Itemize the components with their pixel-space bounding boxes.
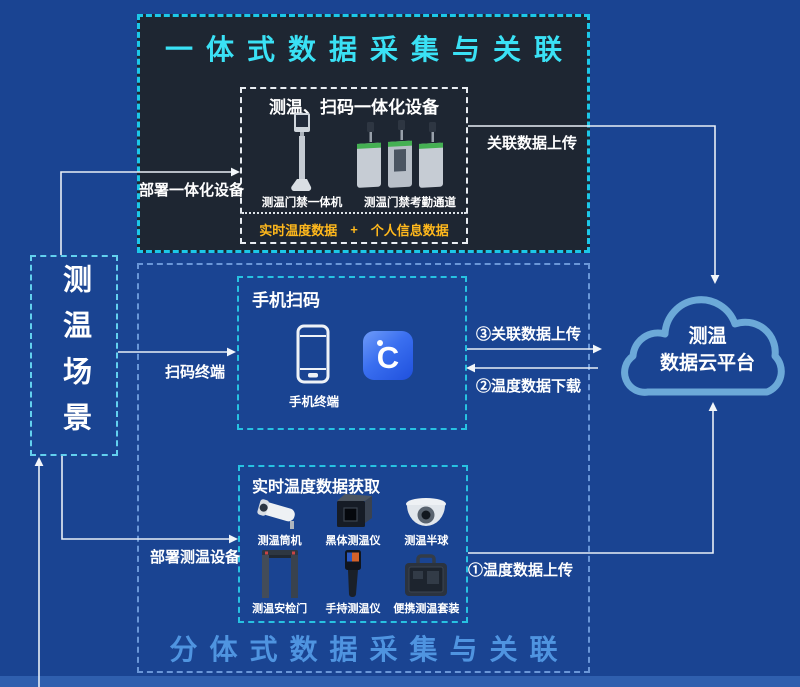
temp-download-2-label: ②温度数据下载: [476, 378, 582, 395]
sensor-cell: 便携测温套装: [390, 550, 463, 618]
scene-box: 测温场景: [30, 255, 118, 456]
cloud-line2: 数据云平台: [659, 353, 755, 374]
realtime-temp-tag: 实时温度数据: [259, 222, 338, 238]
bullet-camera-icon: [257, 499, 295, 529]
portable-kit-icon: [405, 554, 448, 596]
arrowhead-scene-up: [34, 457, 44, 466]
integrated-device-box: [240, 87, 468, 244]
sensor-device-grid: 测温筒机 黑体测温仪 测温半球: [243, 492, 463, 618]
phone-scan-title: 手机扫码: [252, 291, 320, 310]
blackbody-label: 黑体测温仪: [325, 535, 381, 547]
portable-kit-label: 便携测温套装: [393, 603, 460, 615]
bottom-color-strip: [0, 676, 800, 687]
temp-upload-1-label: ①温度数据上传: [468, 562, 574, 579]
sensor-cell: 测温安检门: [243, 550, 316, 618]
kiosk-label: 测温门禁一体机: [261, 197, 343, 209]
turnstile-label: 测温门禁考勤通道: [364, 197, 456, 209]
deploy-sensors-label: 部署测温设备: [150, 549, 241, 566]
access-kiosk-icon: [288, 113, 316, 193]
cloud-line1: 测温: [688, 326, 727, 347]
scan-app-icon: C: [363, 331, 413, 380]
sensor-cell: 手持测温仪: [316, 550, 389, 618]
sensor-cell: 测温筒机: [243, 492, 316, 550]
assoc-upload-top-label: 关联数据上传: [487, 135, 578, 152]
personal-info-tag: 个人信息数据: [370, 222, 449, 238]
turnstile-gates-icon: [355, 120, 447, 192]
app-letter-dot: [377, 340, 383, 346]
bullet-camera-label: 测温筒机: [257, 535, 302, 547]
temp-acquisition-title: 实时温度数据获取: [252, 479, 381, 496]
arrowhead-assoc-3: [593, 344, 602, 354]
cloud-platform-icon: [615, 288, 800, 410]
sensor-cell: 黑体测温仪: [316, 492, 389, 550]
handheld-label: 手持测温仪: [325, 603, 381, 615]
security-gate-icon: [261, 550, 298, 598]
phone-scan-box: [237, 276, 467, 430]
handheld-thermometer-icon: [344, 550, 361, 597]
data-tags-row: 实时温度数据 + 个人信息数据: [242, 212, 466, 244]
scene-title: 测温场景: [58, 263, 91, 448]
split-section-title: 分体式数据采集与关联: [169, 634, 570, 665]
dome-camera-icon: [406, 498, 447, 526]
phone-icon: [296, 324, 330, 384]
dome-camera-label: 测温半球: [404, 535, 449, 547]
sensor-cell: 测温半球: [390, 492, 463, 550]
integrated-section-title: 一体式数据采集与关联: [164, 34, 575, 65]
integrated-device-box-title: 测温、扫码一体化设备: [269, 98, 439, 117]
blackbody-icon: [336, 494, 372, 527]
temp-acquisition-box: [238, 465, 468, 623]
security-gate-label: 测温安检门: [252, 603, 308, 615]
app-letter: C: [376, 339, 400, 375]
deploy-integrated-label: 部署一体化设备: [139, 182, 245, 199]
plus-sign: +: [350, 221, 358, 237]
cloud-platform-label: 测温 数据云平台: [615, 323, 800, 377]
assoc-upload-3-label: ③关联数据上传: [476, 326, 582, 343]
phone-terminal-label: 手机终端: [288, 395, 339, 409]
arrowhead-cloud-top: [710, 275, 720, 284]
scan-terminal-label: 扫码终端: [165, 364, 226, 381]
